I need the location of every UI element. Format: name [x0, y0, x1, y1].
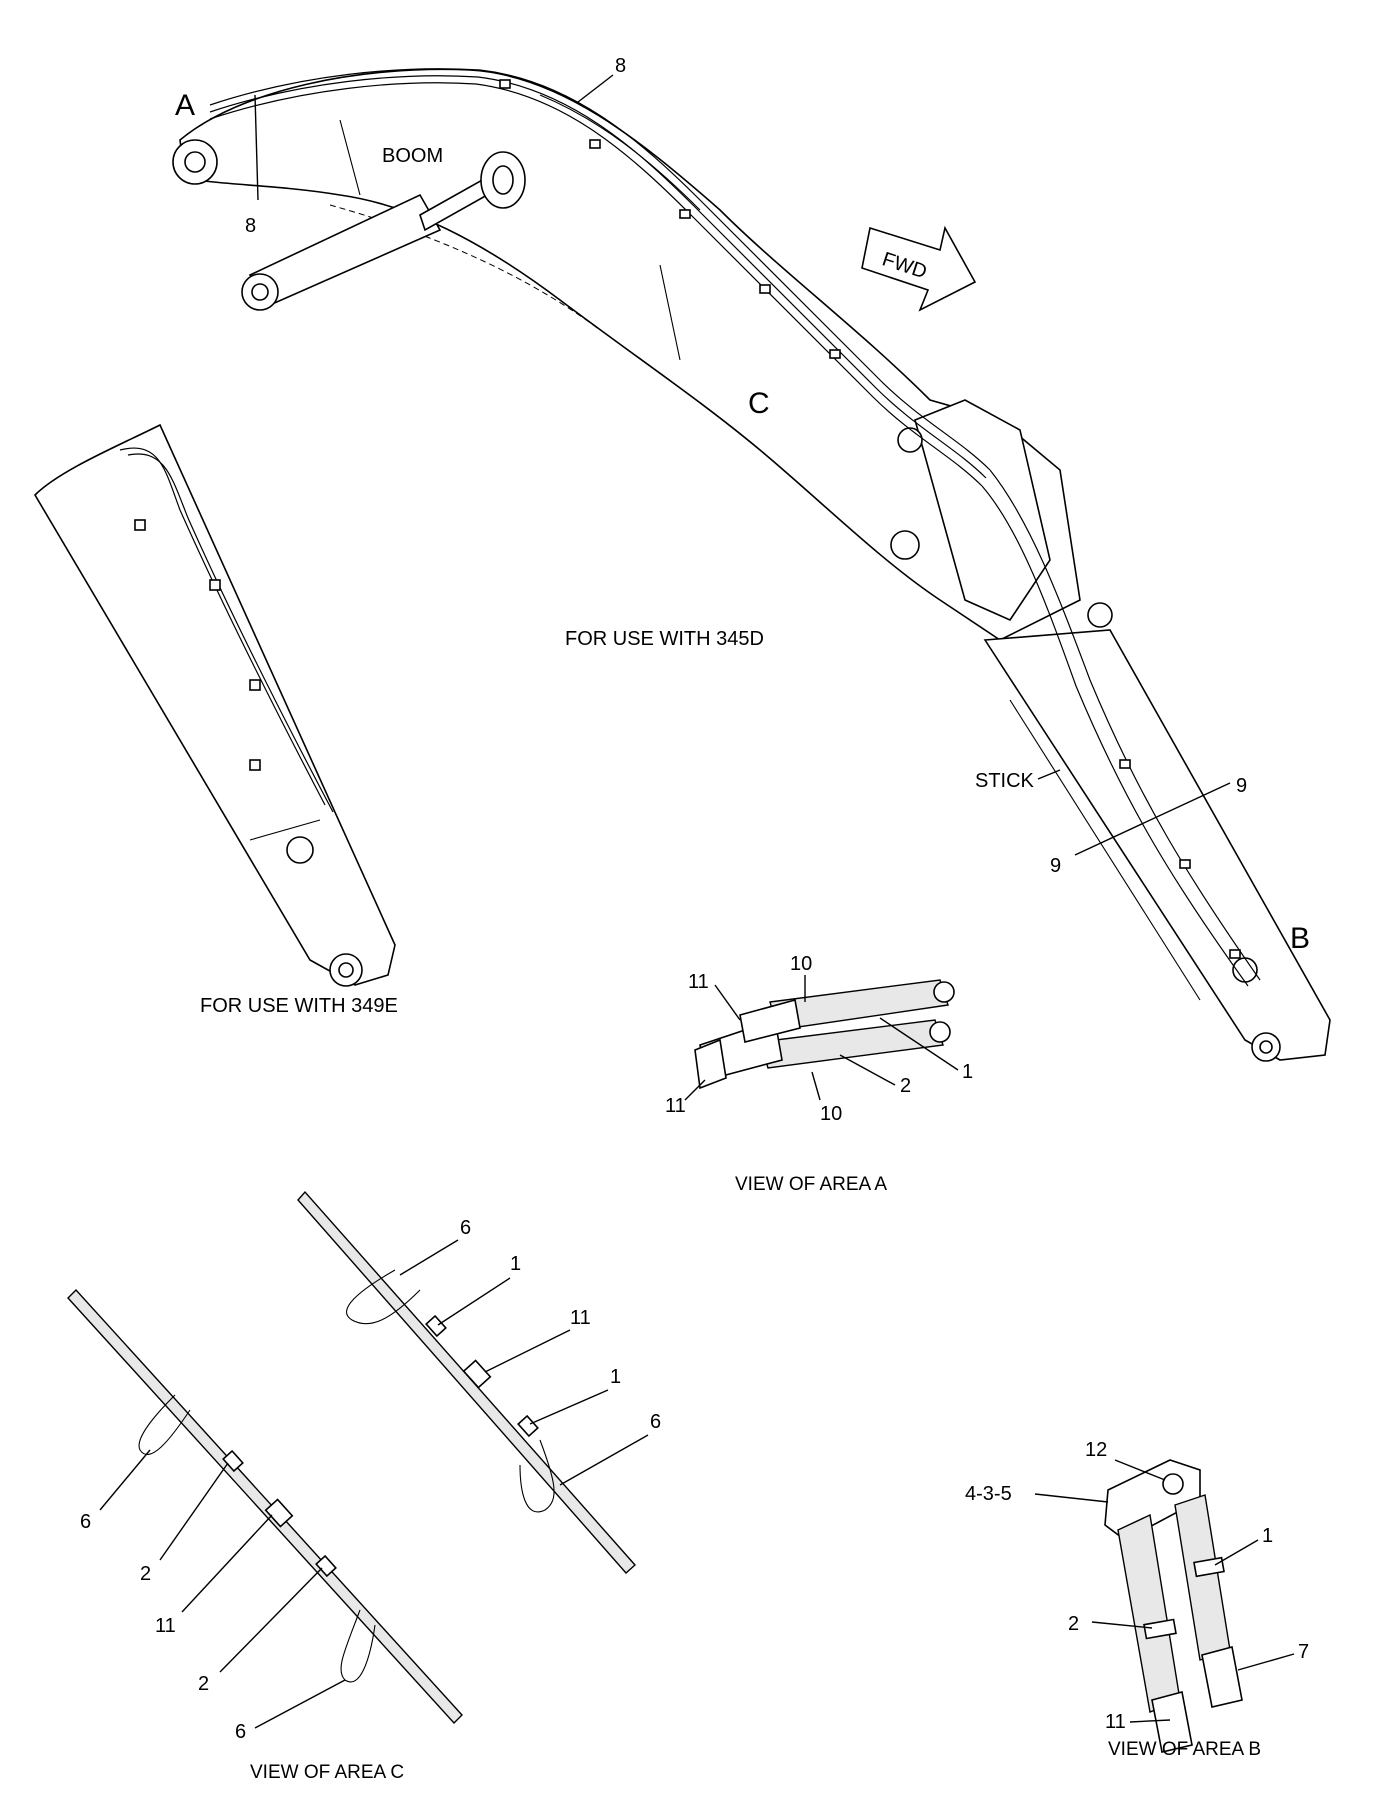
va-callout-2: 2 — [900, 1075, 911, 1097]
vb-callout-4-3-5: 4-3-5 — [965, 1483, 1012, 1505]
boom-label: BOOM — [382, 145, 443, 167]
vc-callout-11-a: 11 — [570, 1307, 591, 1329]
vb-callout-7: 7 — [1298, 1641, 1309, 1663]
view-area-c-caption: VIEW OF AREA C — [250, 1762, 404, 1783]
vc-callout-2-a: 2 — [140, 1563, 151, 1585]
callout-9-right: 9 — [1236, 775, 1247, 797]
va-callout-10-top: 10 — [790, 953, 812, 975]
stick-label: STICK — [975, 770, 1035, 792]
for-use-349e-label: FOR USE WITH 349E — [200, 995, 398, 1017]
stick-349e-assembly: FOR USE WITH 349E — [33, 423, 398, 1017]
vc-callout-6-b: 6 — [650, 1411, 661, 1433]
va-callout-11-low: 11 — [665, 1095, 686, 1117]
callout-9-left: 9 — [1050, 855, 1061, 877]
va-callout-1: 1 — [962, 1061, 973, 1083]
area-b-marker: B — [1290, 922, 1310, 955]
area-a-marker: A — [175, 89, 195, 122]
callout-8-low: 8 — [245, 215, 256, 237]
area-c-marker: C — [748, 387, 770, 420]
vb-callout-1: 1 — [1262, 1525, 1273, 1547]
view-area-a: 11 10 11 10 2 1 VIEW OF AREA A — [665, 953, 973, 1195]
vc-callout-6-a: 6 — [460, 1217, 471, 1239]
vb-callout-11: 11 — [1105, 1711, 1126, 1733]
view-area-b-caption: VIEW OF AREA B — [1108, 1739, 1261, 1760]
view-area-c: 6 1 11 1 6 6 2 11 2 6 VIEW OF AREA C — [67, 1190, 661, 1783]
vc-callout-11-b: 11 — [155, 1615, 176, 1637]
view-area-b: 12 4-3-5 1 2 7 11 VIEW OF AREA B — [965, 1439, 1309, 1760]
boom-cylinder — [241, 151, 526, 311]
vc-callout-2-b: 2 — [198, 1673, 209, 1695]
va-callout-11-top: 11 — [688, 971, 709, 993]
vc-callout-1-b: 1 — [610, 1366, 621, 1388]
for-use-345d-label: FOR USE WITH 345D — [565, 628, 764, 650]
view-area-a-caption: VIEW OF AREA A — [735, 1174, 887, 1195]
vb-callout-12: 12 — [1085, 1439, 1107, 1461]
vc-callout-6-d: 6 — [235, 1721, 246, 1743]
callout-8-top: 8 — [615, 55, 626, 77]
fwd-arrow-icon — [861, 225, 977, 312]
vc-callout-6-c: 6 — [80, 1511, 91, 1533]
vc-callout-1-a: 1 — [510, 1253, 521, 1275]
va-callout-10-low: 10 — [820, 1103, 842, 1125]
vb-callout-2: 2 — [1068, 1613, 1079, 1635]
boom-assembly: FWD A C B BOOM STICK FOR USE WITH 345D 8… — [172, 55, 1331, 1062]
